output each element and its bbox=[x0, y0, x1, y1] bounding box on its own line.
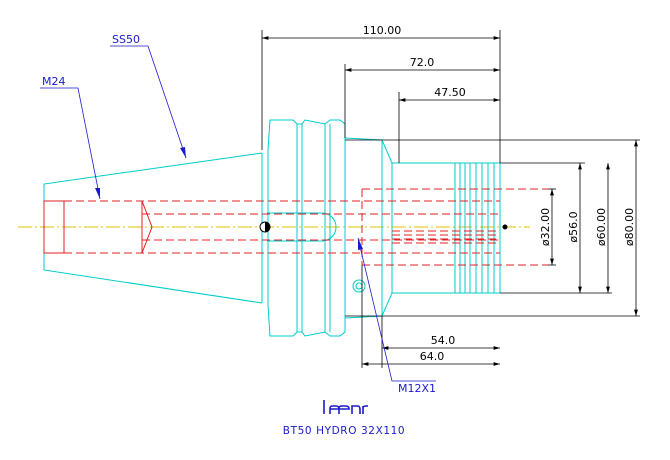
callout-ss50: SS50 bbox=[112, 33, 140, 46]
dim-dia-80: ø80.00 bbox=[623, 208, 636, 246]
hidden-lines bbox=[64, 188, 548, 266]
brand-logo bbox=[323, 400, 368, 414]
callout-m24: M24 bbox=[42, 75, 66, 88]
dimension-lines bbox=[262, 36, 638, 366]
dim-length-72: 72.0 bbox=[410, 56, 435, 69]
drawing-title: BT50 HYDRO 32X110 bbox=[283, 425, 405, 437]
dim-length-64: 64.0 bbox=[420, 350, 445, 363]
callout-arrowheads bbox=[95, 147, 363, 250]
holder-body bbox=[267, 137, 501, 319]
dim-length-54: 54.0 bbox=[431, 334, 456, 347]
thread-bore bbox=[43, 200, 153, 254]
dim-dia-32: ø32.00 bbox=[539, 208, 552, 246]
dim-length-total: 110.00 bbox=[363, 24, 402, 37]
dim-dia-56: ø56.0 bbox=[567, 211, 580, 242]
dim-length-4750: 47.50 bbox=[434, 86, 466, 99]
flange bbox=[267, 119, 346, 337]
dim-dia-60: ø60.00 bbox=[595, 208, 608, 246]
callout-m12: M12X1 bbox=[398, 382, 436, 395]
pivot-marks bbox=[259, 221, 508, 233]
callout-leaders bbox=[40, 45, 436, 382]
extension-lines bbox=[261, 30, 640, 368]
